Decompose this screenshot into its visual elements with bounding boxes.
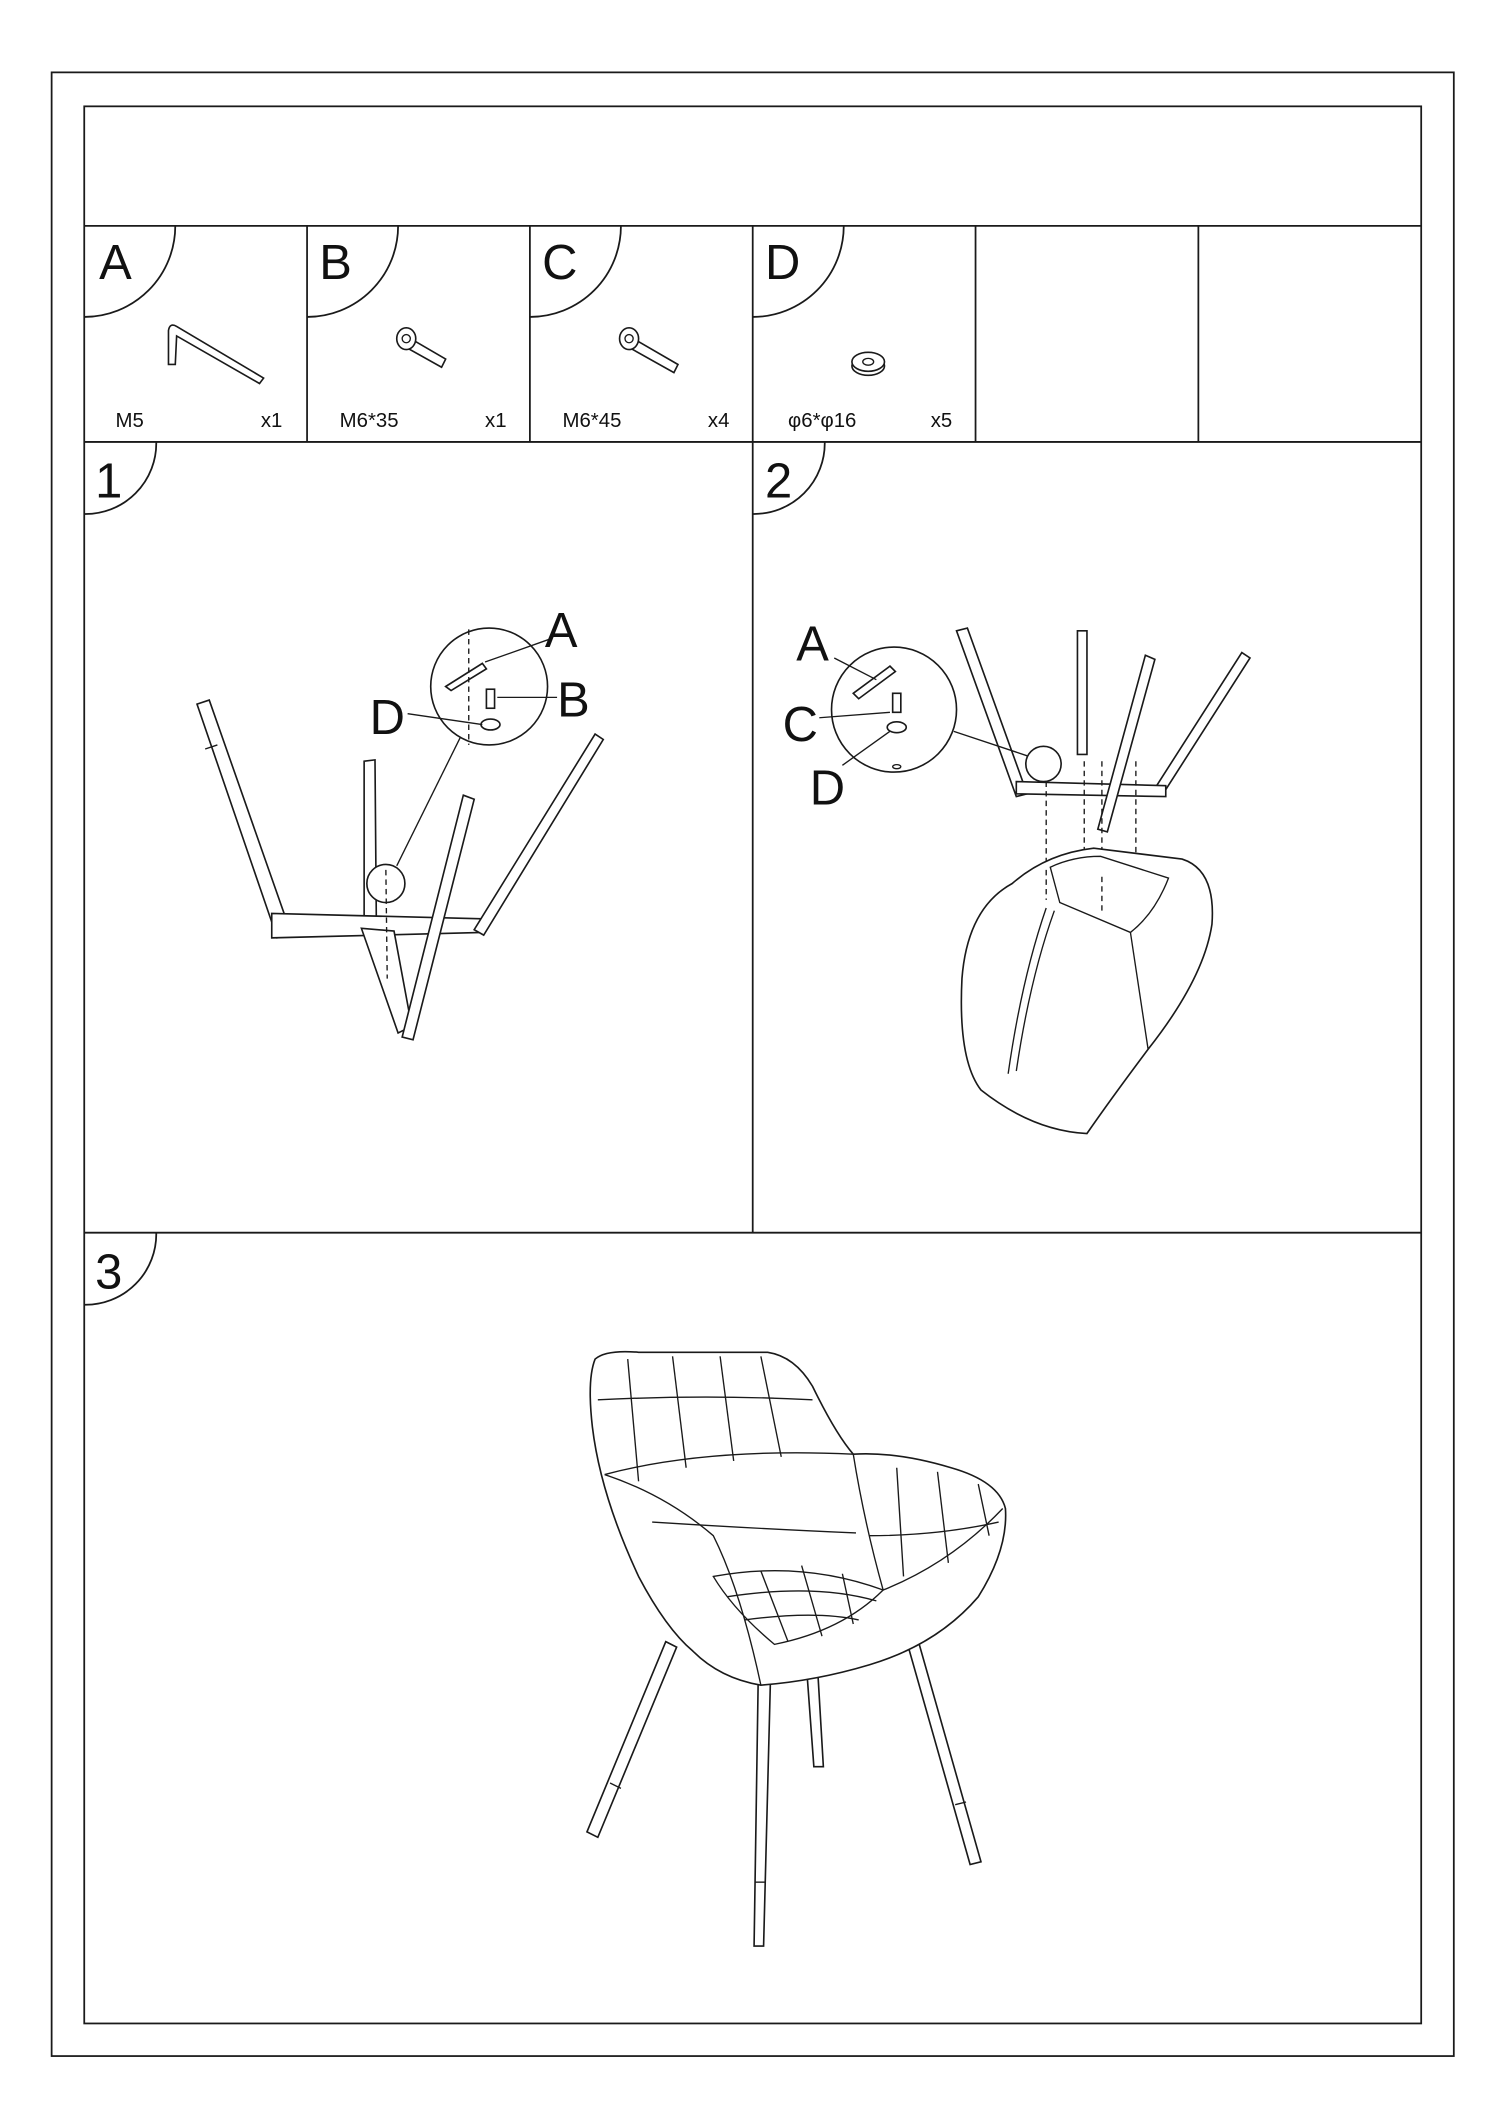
- part-letter: D: [765, 236, 800, 290]
- part-letter: C: [542, 236, 577, 290]
- callout-label-d: D: [370, 691, 405, 745]
- detail-callout-circle: [407, 627, 558, 746]
- assembled-chair-illustration: [585, 1350, 1007, 1947]
- step-2: 2: [752, 441, 1252, 1135]
- callout-label-d: D: [810, 762, 845, 816]
- detail-callout-circle: [819, 646, 958, 773]
- part-b: B M6*35 x1: [307, 225, 507, 432]
- part-letter: A: [99, 236, 132, 290]
- part-letter: B: [319, 236, 352, 290]
- step-1: 1 A B D: [84, 441, 605, 1041]
- legs-frame-illustration: [953, 627, 1252, 911]
- washer-icon: [851, 351, 886, 377]
- part-spec: M6*45: [563, 410, 622, 432]
- grid-lines: [84, 225, 1422, 1234]
- callout-label-a: A: [545, 604, 578, 658]
- callout-label-b: B: [557, 673, 590, 727]
- bolt-icon: [618, 326, 680, 374]
- part-qty: x1: [261, 410, 283, 432]
- part-spec: M5: [115, 410, 143, 432]
- step-number: 3: [95, 1245, 122, 1299]
- part-spec: M6*35: [340, 410, 399, 432]
- part-qty: x5: [931, 410, 953, 432]
- callout-label-c: C: [783, 698, 818, 752]
- part-d: D φ6*φ16 x5: [752, 225, 953, 432]
- callout-label-a: A: [796, 618, 829, 672]
- part-a: A M5 x1: [84, 225, 283, 432]
- seat-illustration: [960, 847, 1214, 1135]
- legs-frame-illustration: [195, 699, 605, 1041]
- part-spec: φ6*φ16: [788, 410, 856, 432]
- step-number: 2: [765, 455, 792, 509]
- outer-border: [50, 71, 1455, 2057]
- step-number: 1: [95, 455, 122, 509]
- inner-border: [83, 105, 1423, 2025]
- part-qty: x4: [708, 410, 730, 432]
- part-qty: x1: [485, 410, 507, 432]
- allen-key-icon: [167, 324, 265, 385]
- step-3: 3: [84, 1232, 1007, 1947]
- part-c: C M6*45 x4: [529, 225, 730, 432]
- bolt-icon: [395, 326, 447, 369]
